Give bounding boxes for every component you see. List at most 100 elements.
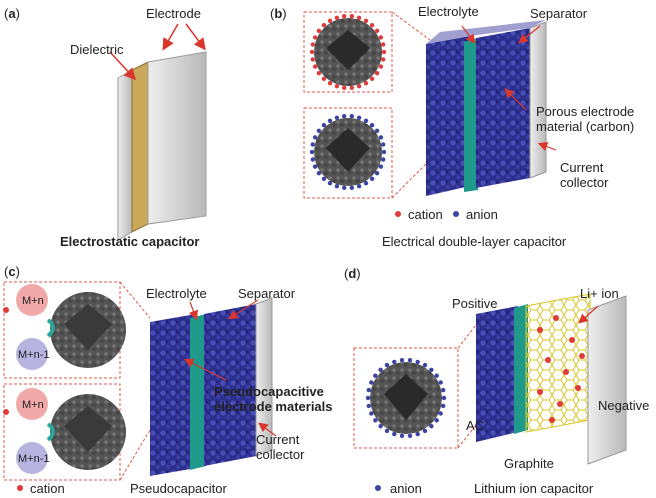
ion-dot xyxy=(310,57,315,62)
li-ion-dot xyxy=(575,385,581,391)
ion-dot xyxy=(422,362,428,368)
li-ion-dot xyxy=(569,337,575,343)
ion-dot xyxy=(384,362,390,368)
dielectric-label: Dielectric xyxy=(70,42,124,57)
d-graphite-electrode xyxy=(525,293,591,433)
cation-legend-dot xyxy=(395,211,401,217)
ion-dot xyxy=(312,135,318,140)
ion-dot xyxy=(374,171,380,176)
b-electrode-right xyxy=(476,28,530,188)
ion-dot xyxy=(342,114,347,119)
ion-dot xyxy=(378,367,383,372)
ion-dot xyxy=(392,431,397,437)
ion-dot xyxy=(356,15,362,20)
ion-dot xyxy=(441,387,446,393)
ion-dot xyxy=(441,395,447,401)
ion-dot xyxy=(381,42,386,47)
panel-a-diagram xyxy=(109,23,207,241)
c-electrolyte-label: Electrolyte xyxy=(146,286,207,301)
ion-dot xyxy=(381,49,387,55)
c-separator-label: Separator xyxy=(238,286,296,301)
b-separator-label: Separator xyxy=(530,6,588,21)
ion-dot xyxy=(434,373,439,378)
ion-dot xyxy=(366,403,371,409)
panel-b-letter: b xyxy=(274,6,283,21)
ion-dot xyxy=(378,424,383,429)
d-positive-label: Positive xyxy=(452,296,498,311)
m-n-label-bottom: M+n xyxy=(22,399,44,411)
ion-dot xyxy=(422,428,428,434)
ion-dot xyxy=(399,433,405,438)
ion-dot xyxy=(378,64,384,69)
li-ion-dots xyxy=(537,315,585,423)
ion-dot xyxy=(378,135,384,140)
ion-dot xyxy=(369,123,375,128)
ion-dot xyxy=(316,71,322,76)
ion-dot xyxy=(316,171,322,176)
ion-dot xyxy=(373,418,378,423)
ion-dot xyxy=(312,35,318,40)
d-negative-collector xyxy=(587,295,627,465)
ion-dot xyxy=(310,142,315,147)
ion-dot xyxy=(381,157,386,162)
electrode-label: Electrode xyxy=(146,6,201,21)
ion-dot xyxy=(374,28,380,33)
b-porous-label: Porous electrode material (carbon) xyxy=(536,104,635,134)
ion-dot xyxy=(438,380,443,385)
li-ion-dot xyxy=(545,357,551,363)
ion-dot xyxy=(327,81,333,86)
lic-caption: Lithium ion capacitor xyxy=(474,481,594,496)
ion-dot xyxy=(373,373,378,378)
ion-dot xyxy=(374,128,380,133)
ion-dot xyxy=(407,358,413,363)
panel-c-letter: c xyxy=(8,264,16,279)
ion-dot xyxy=(392,359,397,365)
cation-ring xyxy=(309,14,387,91)
ion-dot xyxy=(312,64,318,69)
panel-d-tag: (d) xyxy=(344,266,361,281)
ion-dot xyxy=(378,35,384,40)
ion-dot xyxy=(415,359,420,365)
ion-dot xyxy=(334,84,340,89)
ion-dot xyxy=(321,123,327,128)
ion-dot xyxy=(316,128,322,133)
ion-dot xyxy=(415,431,420,437)
ion-dot xyxy=(363,118,369,124)
li-ion-dot xyxy=(537,389,543,395)
pseudocapacitor-caption: Pseudocapacitor xyxy=(130,481,227,496)
d-separator xyxy=(514,304,528,434)
li-ion-dot xyxy=(553,315,559,321)
right-electrode-plate xyxy=(147,51,207,225)
ion-dot xyxy=(349,114,354,119)
panel-a-letter: a xyxy=(8,6,16,21)
c-separator xyxy=(190,314,206,470)
d-ac-label: AC xyxy=(466,418,485,433)
li-ion-dot xyxy=(579,353,585,359)
b-cation-label: cation xyxy=(408,207,443,222)
m-n1-label-bottom: M+n-1 xyxy=(18,453,50,465)
ion-dot xyxy=(310,42,315,47)
c-electrode-right xyxy=(204,304,256,466)
ion-dot xyxy=(399,358,405,363)
ion-dot xyxy=(321,23,327,28)
d-anion-label: anion xyxy=(390,481,422,496)
c-electrode-left xyxy=(150,314,196,476)
li-ion-dot xyxy=(557,401,563,407)
ion-dot xyxy=(356,84,362,89)
ion-dot xyxy=(334,184,340,189)
d-graphite-label: Graphite xyxy=(504,456,554,471)
ion-dot xyxy=(369,176,375,181)
ion-dot xyxy=(327,181,333,186)
m-n1-circle-bottom xyxy=(16,442,48,474)
ion-dot xyxy=(381,57,386,62)
m-n1-label-top: M+n-1 xyxy=(18,349,50,361)
m-n-circle-top xyxy=(16,284,48,316)
d-positive-electrode xyxy=(476,306,518,442)
b-electrode-left xyxy=(426,36,470,196)
ion-dot xyxy=(369,380,374,385)
li-ion-dot xyxy=(537,327,543,333)
ion-dot xyxy=(309,49,315,55)
ion-dot xyxy=(429,367,434,372)
electrostatic-caption: Electrostatic capacitor xyxy=(60,234,200,249)
